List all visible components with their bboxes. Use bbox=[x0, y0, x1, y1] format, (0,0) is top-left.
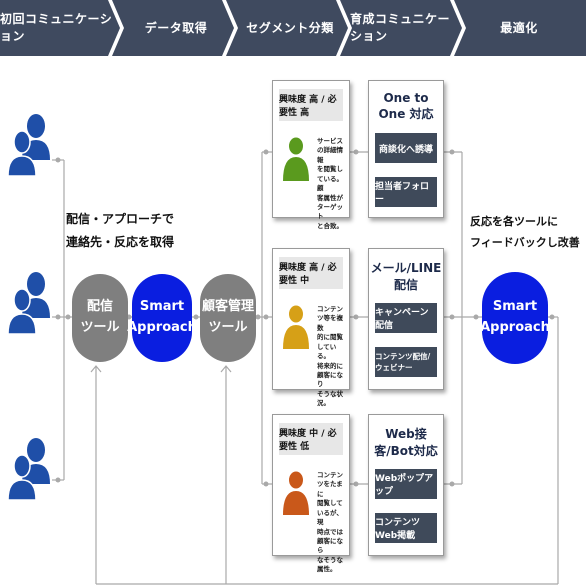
action-button: 担当者フォロー bbox=[375, 177, 437, 207]
left-caption: 配信・アプローチで 連絡先・反応を取得 bbox=[66, 212, 175, 249]
user-icon bbox=[7, 272, 50, 335]
connector-dot bbox=[263, 149, 269, 155]
connector-dot bbox=[473, 314, 479, 320]
person-icon bbox=[283, 305, 309, 349]
connector-dot bbox=[449, 481, 455, 487]
segment-card-low: 興味度 中 / 必要性 低 コンテンツをたまに 閲覧しているが、現 時点では顧客… bbox=[272, 414, 350, 573]
connector-dot bbox=[193, 314, 199, 320]
connector-dot bbox=[255, 314, 261, 320]
header-step-shape-5 bbox=[454, 0, 586, 56]
action-button: コンテンツWeb掲載 bbox=[375, 513, 437, 543]
user-icon bbox=[7, 438, 50, 501]
header-step-data-acquisition: データ取得 bbox=[144, 20, 208, 35]
action-button: コンテンツ配信/ウェビナー bbox=[375, 347, 437, 377]
segment-card-description: サービスの詳細情報 を閲覧している。顧 客属性がターゲット と合致。 bbox=[317, 137, 343, 230]
header-step-segmentation: セグメント分類 bbox=[246, 20, 334, 35]
connector-dot bbox=[449, 314, 455, 320]
delivery-tool-pill: 配信 ツール bbox=[72, 274, 128, 362]
process-header bbox=[0, 0, 586, 56]
segment-card-description: コンテンツをたまに 閲覧しているが、現 時点では顧客になら なそうな属性。 bbox=[317, 471, 343, 574]
connector-dot bbox=[353, 149, 359, 155]
smart-approach-pill: Smart Approach bbox=[127, 274, 197, 362]
action-card-title: Web接客/Bot対応 bbox=[374, 427, 438, 458]
person-icon bbox=[283, 471, 309, 515]
segment-card-title: 興味度 中 / 必要性 低 bbox=[279, 423, 343, 455]
action-card-title: One to One 対応 bbox=[378, 91, 434, 121]
header-step-shape-3 bbox=[226, 0, 348, 56]
connector-dot bbox=[65, 314, 71, 320]
connector-dot bbox=[55, 157, 61, 163]
action-card-title: メール/LINE配信 bbox=[370, 261, 442, 292]
header-step-optimization: 最適化 bbox=[500, 20, 538, 35]
segment-card-medium: 興味度 高 / 必要性 中 コンテンツ等を複数 的に閲覧している。 将来的に顧客… bbox=[272, 248, 350, 407]
smart-approach-pill-optimization: Smart Approach bbox=[480, 272, 550, 364]
connector-dot bbox=[55, 477, 61, 483]
header-step-initial-communication: 初回コミュニケーション bbox=[0, 12, 113, 43]
user-icon bbox=[7, 114, 50, 177]
connector-dot bbox=[353, 481, 359, 487]
connector-dot bbox=[449, 149, 455, 155]
connector-dot bbox=[353, 314, 359, 320]
segment-card-high: 興味度 高 / 必要性 高 サービスの詳細情報 を閲覧している。顧 客属性がター… bbox=[272, 80, 350, 230]
connector-dot bbox=[549, 314, 555, 320]
right-caption: 反応を各ツールに フィードバックし改善 bbox=[470, 215, 580, 249]
action-button: Webポップアップ bbox=[375, 469, 437, 499]
action-card-mail-line: メール/LINE配信 キャンペーン配信 コンテンツ配信/ウェビナー bbox=[368, 248, 444, 390]
header-step-shape-4 bbox=[340, 0, 462, 56]
header-step-nurturing-communication: 育成コミュニケーション bbox=[350, 12, 451, 43]
header-step-shape-1 bbox=[0, 0, 120, 56]
crm-tool-pill: 顧客管理 ツール bbox=[200, 274, 256, 362]
action-card-web-bot: Web接客/Bot対応 Webポップアップ コンテンツWeb掲載 bbox=[368, 414, 444, 556]
connector-dot bbox=[263, 314, 269, 320]
header-step-shape-2 bbox=[112, 0, 234, 56]
action-button: 商談化へ誘導 bbox=[375, 133, 437, 163]
segment-card-title: 興味度 高 / 必要性 高 bbox=[279, 89, 343, 121]
connector-dot bbox=[263, 481, 269, 487]
action-card-one-to-one: One to One 対応 商談化へ誘導 担当者フォロー bbox=[368, 80, 444, 218]
connector-dot bbox=[55, 314, 61, 320]
segment-card-title: 興味度 高 / 必要性 中 bbox=[279, 257, 343, 289]
action-button: キャンペーン配信 bbox=[375, 303, 437, 333]
person-icon bbox=[283, 137, 309, 181]
segment-card-description: コンテンツ等を複数 的に閲覧している。 将来的に顧客になり そうな状況。 bbox=[317, 305, 343, 408]
